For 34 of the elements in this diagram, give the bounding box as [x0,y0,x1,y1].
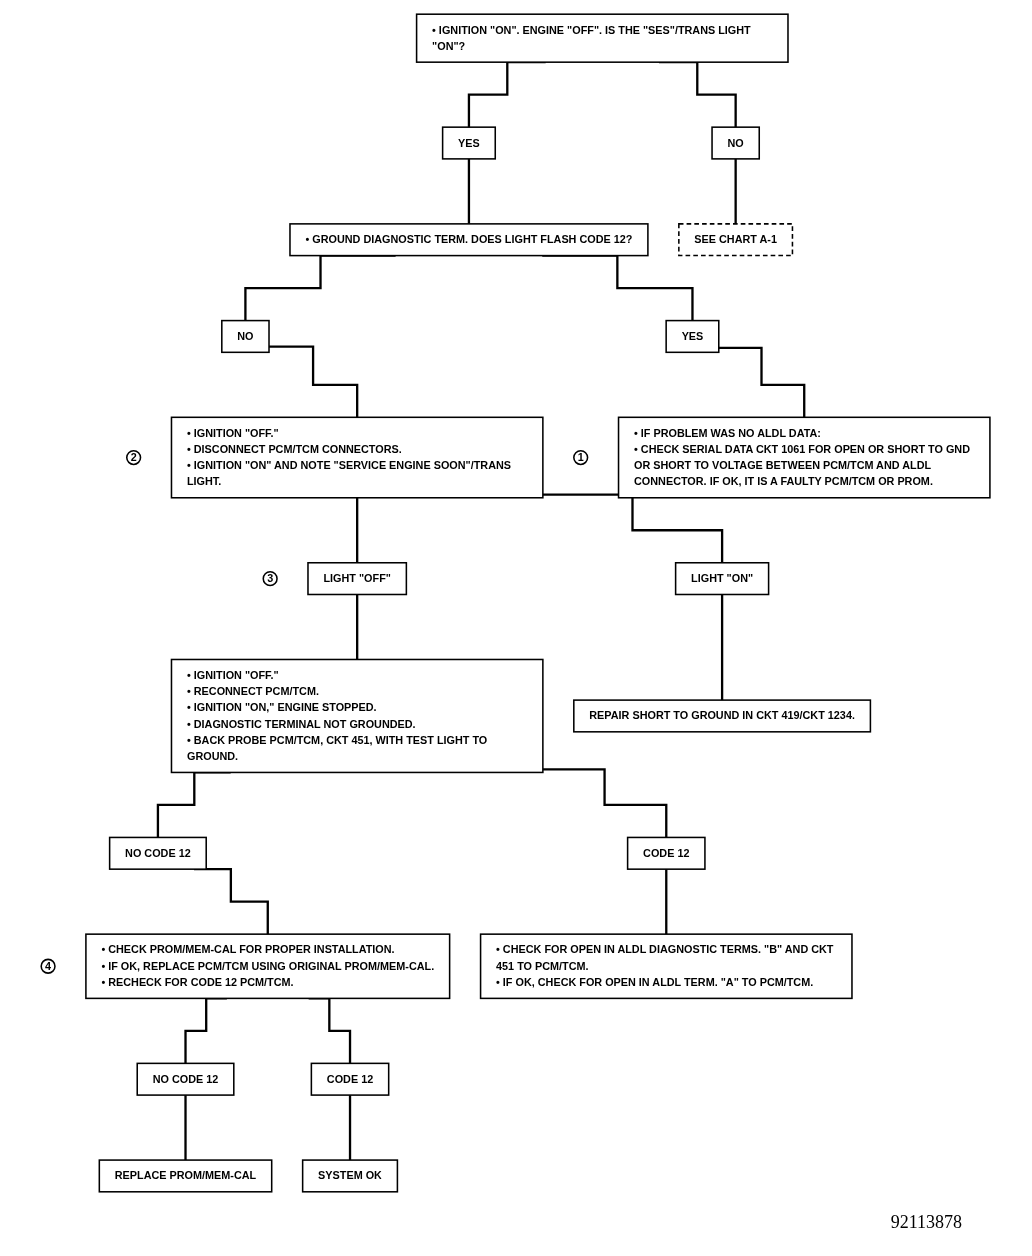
node-box: CODE 12 [627,836,707,870]
node-circle: 4 [40,958,57,974]
node-circle: 1 [573,449,589,466]
connector [543,768,668,839]
node-box: • CHECK FOR OPEN IN ALDL DIAGNOSTIC TERMS. "B" AND CKT 451 TO PCM/TCM. • IF OK, CHECK FOR OPEN IN ALDL TERM. "A" TO PCM/TCM. [480,933,854,1000]
connector [665,868,668,936]
connector [719,346,806,419]
node-box: • GROUND DIAGNOSTIC TERM. DOES LIGHT FLASH CODE 12? [289,223,650,257]
node-box: • IF PROBLEM WAS NO ALDL DATA: • CHECK SERIAL DATA CKT 1061 FOR OPEN OR SHORT TO GND OR SHORT TO VOLTAGE BETWEEN PCM/TCM AND ALDL CONNECTOR. IF OK, IT IS A FAULTY PCM/TCM OR PROM. [618,416,992,499]
connector [356,496,359,564]
node-box: SYSTEM OK [302,1159,399,1193]
node-circle: 3 [262,570,279,587]
node-box: REPAIR SHORT TO GROUND IN CKT 419/CKT 1234. [573,699,872,733]
connector [543,493,724,564]
node-box: NO [711,126,761,160]
node-box: LIGHT "ON" [675,562,770,596]
node-box: REPLACE PROM/MEM-CAL [99,1159,273,1193]
node-box: YES [665,319,720,354]
node-box: NO CODE 12 [136,1062,235,1096]
connector [721,593,724,702]
connector [356,593,359,661]
node-box: • CHECK PROM/MEM-CAL FOR PROPER INSTALLATION. • IF OK, REPLACE PCM/TCM USING ORIGINAL PROM/MEM-CAL. • RECHECK FOR CODE 12 PCM/TCM. [85,933,451,1000]
figure-number: 92113878 [890,1212,962,1233]
node-box: • IGNITION "ON". ENGINE "OFF". IS THE "SES"/TRANS LIGHT "ON"? [416,13,790,63]
node-box: YES [442,126,497,160]
connector [269,345,359,419]
node-box: CODE 12 [311,1062,390,1096]
node-box: NO CODE 12 [109,836,208,870]
node-box: SEE CHART A-1 [678,223,794,257]
node-box: • IGNITION "OFF." • RECONNECT PCM/TCM. • IGNITION "ON," ENGINE STOPPED. • DIAGNOSTIC TERMINAL NOT GROUNDED. • BACK PROBE PCM/TCM, CKT 451, WITH TEST LIGHT TO GROUND. [171,658,545,774]
node-box: LIGHT "OFF" [307,562,408,596]
node-box: • IGNITION "OFF." • DISCONNECT PCM/TCM CONNECTORS. • IGNITION "ON" AND NOTE "SERVICE ENGINE SOON"/TRANS LIGHT. [171,416,545,499]
node-box: NO [221,319,271,354]
node-circle: 2 [126,449,142,466]
